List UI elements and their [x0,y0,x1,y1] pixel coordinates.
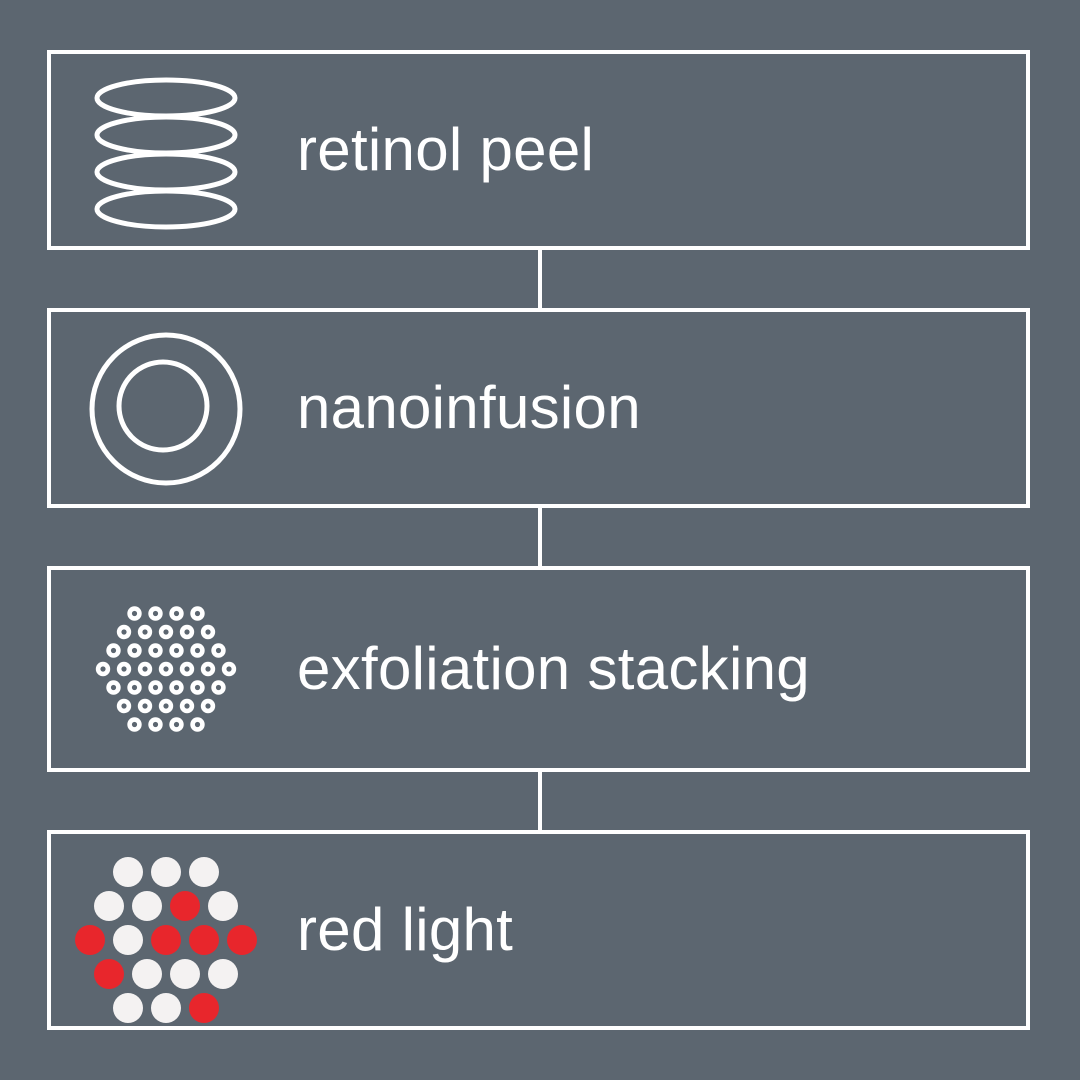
dot-matrix-icon [75,857,257,1023]
step-box-nanoinfusion[interactable]: nanoinfusion [47,308,1030,508]
step-label-exfoliation-stacking: exfoliation stacking [297,635,810,702]
icon-slot-1 [51,54,281,246]
icon-slot-3 [51,570,281,768]
icon-slot-2 [51,312,281,504]
step-label-nanoinfusion: nanoinfusion [297,374,641,441]
donut-cluster-icon [95,606,237,732]
stacked-ellipses-icon [94,77,238,230]
step-label-red-light: red light [297,896,514,963]
step-box-retinol-peel[interactable]: retinol peel [47,50,1030,250]
concentric-circles-icon [89,332,243,486]
connector-line-1-2 [538,250,542,308]
step-label-retinol-peel: retinol peel [297,116,595,183]
connector-line-3-4 [538,772,542,830]
icon-slot-4 [51,834,281,1026]
step-box-red-light[interactable]: red light [47,830,1030,1030]
step-box-exfoliation-stacking[interactable]: exfoliation stacking [47,566,1030,772]
connector-line-2-3 [538,508,542,566]
